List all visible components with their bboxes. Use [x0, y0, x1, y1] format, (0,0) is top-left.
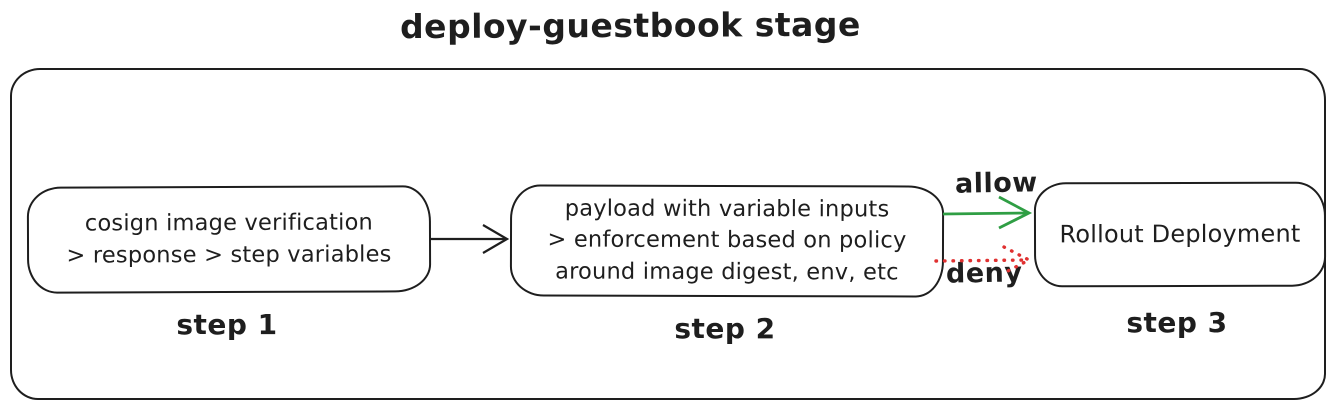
node-step-1: cosign image verification > response > s… — [26, 185, 432, 294]
allow-arrow-label: allow — [954, 167, 1038, 200]
node-step-3-text-line: Rollout Deployment — [1059, 219, 1301, 249]
node-step-1-text-line: cosign image verification — [84, 209, 374, 237]
diagram-title: deploy-guestbook stage — [399, 4, 861, 47]
node-step-2: payload with variable inputs > enforceme… — [509, 184, 945, 298]
step-3-label: step 3 — [1126, 306, 1228, 339]
node-step-3: Rollout Deployment — [1033, 181, 1327, 288]
step-2-label: step 2 — [674, 312, 776, 345]
node-step-2-text-line: around image digest, env, etc — [555, 258, 899, 285]
step-1-label: step 1 — [176, 308, 278, 341]
node-step-2-text-line: payload with variable inputs — [564, 195, 890, 223]
node-step-1-text-line: > response > step variables — [66, 240, 392, 269]
deny-arrow-label: deny — [945, 257, 1023, 290]
node-step-2-text-line: > enforcement based on policy — [547, 226, 907, 254]
